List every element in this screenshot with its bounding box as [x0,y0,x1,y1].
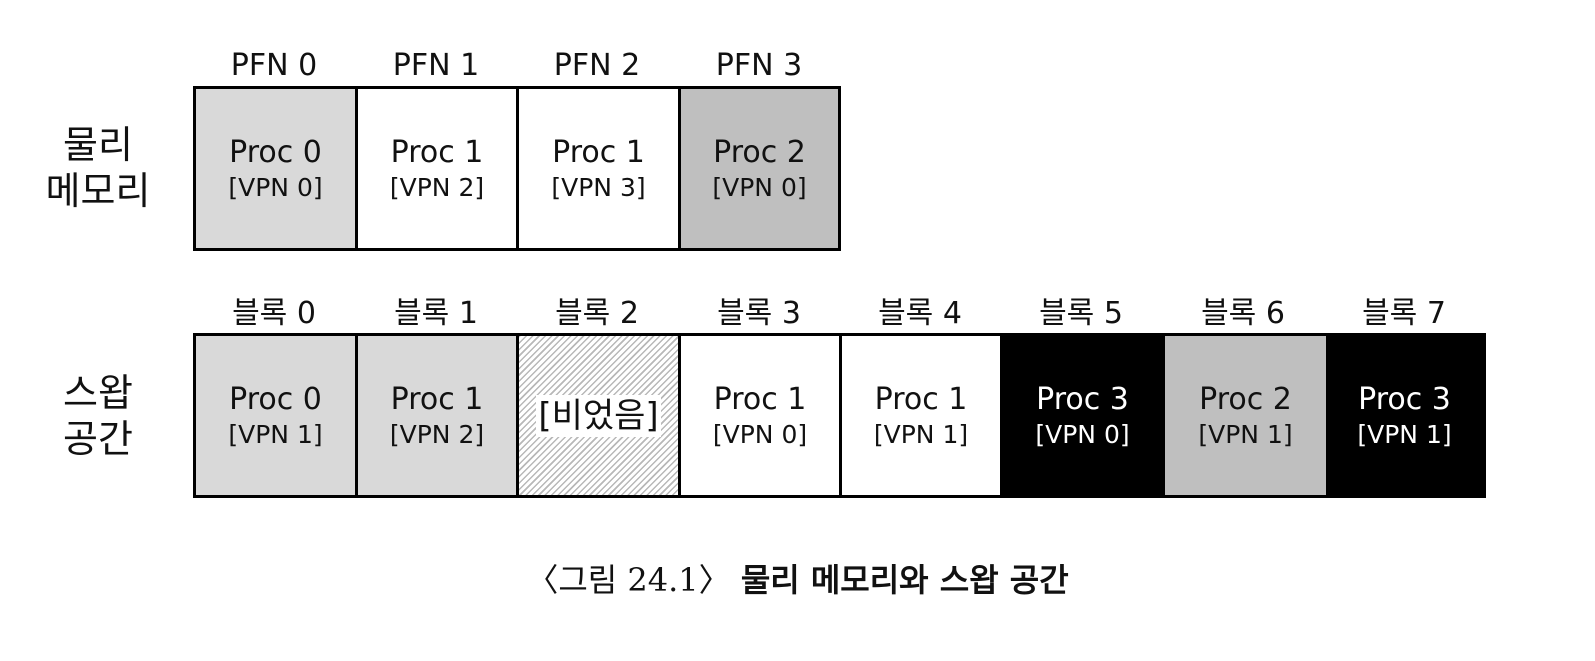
cell-proc: Proc 1 [390,381,484,417]
cell-proc: Proc 1 [390,134,484,170]
swap-block-2-empty: [비었음] [519,336,681,495]
swap-space-label-line1: 스왑 [63,371,133,415]
swap-block-6: Proc 2 [VPN 1] [1165,336,1326,495]
block-header-7: 블록 7 [1362,296,1446,331]
figure-number: 〈그림 24.1〉 [526,561,731,599]
block-header-5: 블록 5 [1039,296,1123,331]
cell-proc: Proc 3 [1358,381,1451,417]
cell-vpn: [VPN 0] [1035,419,1130,449]
cell-vpn: [VPN 1] [1357,419,1452,449]
cell-vpn: [VPN 1] [1198,419,1293,449]
swap-space-label-line2: 공간 [63,417,133,461]
swap-block-7: Proc 3 [VPN 1] [1326,336,1483,495]
empty-block-label: [비었음] [536,394,661,437]
cell-proc: Proc 1 [552,134,645,170]
block-header-0: 블록 0 [232,296,316,331]
cell-vpn: [VPN 0] [228,172,323,202]
cell-vpn: [VPN 0] [712,172,807,202]
cell-proc: Proc 0 [229,381,322,417]
pfn-header-1: PFN 1 [392,48,480,83]
figure-title: 물리 메모리와 스왑 공간 [740,561,1069,599]
pfn-header-0: PFN 0 [230,48,318,83]
block-header-1: 블록 1 [394,296,478,331]
figure-caption: 〈그림 24.1〉 물리 메모리와 스왑 공간 [0,558,1595,602]
block-header-2: 블록 2 [555,296,639,331]
swap-space-label: 스왑 공간 [18,370,178,462]
pfn-header-2: PFN 2 [553,48,641,83]
cell-proc: Proc 1 [713,381,807,417]
physical-memory-label-line2: 메모리 [45,169,151,213]
pfn-cell-1: Proc 1 [VPN 2] [358,89,519,248]
cell-proc: Proc 1 [874,381,968,417]
swap-block-1: Proc 1 [VPN 2] [358,336,519,495]
cell-vpn: [VPN 2] [389,419,485,449]
cell-proc: Proc 2 [1199,381,1292,417]
cell-vpn: [VPN 1] [873,419,969,449]
physical-memory-label-line1: 물리 [63,123,133,167]
cell-vpn: [VPN 2] [389,172,485,202]
block-header-4: 블록 4 [878,296,962,331]
swap-block-4: Proc 1 [VPN 1] [842,336,1003,495]
physical-memory-strip: Proc 0 [VPN 0] Proc 1 [VPN 2] Proc 1 [VP… [193,86,841,251]
cell-vpn: [VPN 0] [712,419,808,449]
cell-proc: Proc 0 [229,134,322,170]
block-header-3: 블록 3 [717,296,801,331]
pfn-cell-0: Proc 0 [VPN 0] [196,89,358,248]
pfn-cell-3: Proc 2 [VPN 0] [681,89,838,248]
pfn-cell-2: Proc 1 [VPN 3] [519,89,681,248]
physical-memory-label: 물리 메모리 [18,122,178,214]
swap-space-strip: Proc 0 [VPN 1] Proc 1 [VPN 2] [비었음] Proc… [193,333,1486,498]
swap-block-0: Proc 0 [VPN 1] [196,336,358,495]
cell-vpn: [VPN 3] [551,172,646,202]
cell-proc: Proc 3 [1036,381,1129,417]
swap-block-3: Proc 1 [VPN 0] [681,336,842,495]
cell-proc: Proc 2 [713,134,806,170]
cell-vpn: [VPN 1] [228,419,323,449]
pfn-header-3: PFN 3 [715,48,803,83]
block-header-6: 블록 6 [1201,296,1285,331]
swap-block-5: Proc 3 [VPN 0] [1003,336,1165,495]
